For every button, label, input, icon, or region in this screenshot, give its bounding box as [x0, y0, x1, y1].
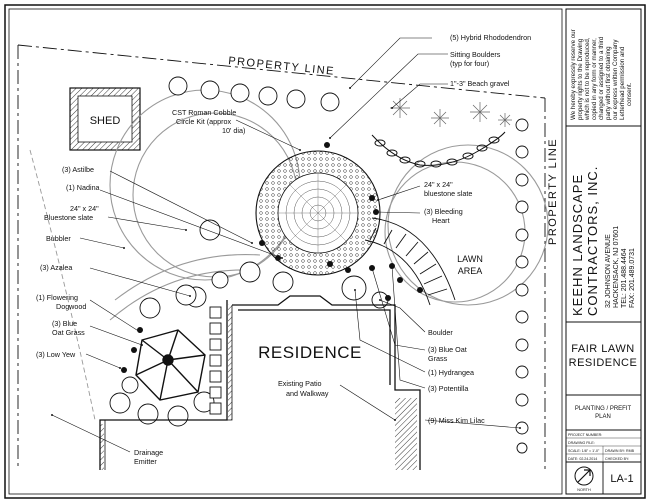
label-blue-oat-left-2: Oat Grass [52, 328, 85, 337]
leader-lines [51, 37, 521, 453]
lawn-area-label-2: AREA [458, 266, 483, 276]
shed-label: SHED [90, 115, 121, 127]
company-name-2: CONTRACTORS, INC. [585, 166, 600, 316]
disclaimer-line-3: which is not to be reproduced, [584, 37, 591, 121]
ornamental-grasses [390, 98, 512, 127]
info-project-number: PROJECT NUMBER: [568, 433, 602, 437]
info-drawn-by: DRAWN BY: RMB [605, 449, 635, 453]
label-dogwood-1: (1) Flowering [36, 293, 78, 302]
cobble-circle [255, 150, 381, 276]
label-nadina: (1) Nadina [66, 183, 100, 192]
lilac-column [515, 118, 529, 454]
project-title-2: RESIDENCE [569, 357, 638, 369]
info-checked-by: CHECKED BY: [605, 457, 629, 461]
residence-label: RESIDENCE [258, 343, 362, 362]
info-table: PROJECT NUMBER: DRAWING FILE: SCALE: 1/8… [566, 433, 641, 462]
label-blue-oat-left-1: (3) Blue [52, 319, 77, 328]
bluestone-path [364, 217, 456, 306]
residence [99, 295, 421, 470]
label-cst-2: Circle Kit (approx [176, 117, 232, 126]
disclaimer-line-8: Letterhead permission and [619, 46, 626, 120]
property-lines [17, 44, 546, 470]
property-line-label-top: PROPERTY LINE [228, 55, 336, 78]
label-lilac: (9) Miss Kim Lilac [428, 416, 485, 425]
label-dogwood-2: Dogwood [56, 302, 86, 311]
sheet-title-1: PLANTING / PREFIT [575, 406, 632, 412]
tree-row [168, 76, 340, 241]
disclaimer-line-5: changed or assigned to a third [598, 36, 605, 120]
label-drainage-2: Emitter [134, 457, 157, 466]
company-block: KEEHN LANDSCAPE CONTRACTORS, INC. 32 JOH… [570, 166, 636, 316]
label-hydrangea: (1) Hydrangea [428, 368, 474, 377]
label-bleeding-1: (3) Bleeding [424, 207, 463, 216]
shrub-circles [185, 261, 389, 309]
company-address-3: TEL: 201.488.4464 [621, 248, 628, 308]
lawn-area-label-1: LAWN [457, 254, 483, 264]
label-azalea: (3) Azalea [40, 263, 72, 272]
company-address-1: 32 JOHNSON AVENUE [605, 234, 612, 308]
disclaimer-line-6: party without first obtaining [605, 46, 612, 120]
disclaimer-line-4: copied in any form or manner, [591, 38, 598, 120]
label-bluestone-left-1: 24" x 24" [70, 204, 99, 213]
company-address-4: FAX: 201.489.0731 [629, 248, 636, 308]
drawing-frame [8, 8, 563, 495]
label-beach-gravel: 1"-3" Beach gravel [450, 79, 510, 88]
disclaimer-line-2: property rights to the Drawing [577, 38, 584, 120]
disclaimer-text: We hereby expressly reserve our property… [570, 29, 633, 121]
label-bubbler: Bubbler [46, 234, 71, 243]
north-label: NORTH [577, 488, 591, 492]
sheet-title-2: PLAN [595, 414, 611, 420]
label-blue-oat-right-1: (3) Blue Oat [428, 345, 467, 354]
label-blue-oat-right-2: Grass [428, 354, 448, 363]
low-yew-circles [109, 284, 215, 427]
perennial-symbols [121, 142, 423, 373]
label-boulder: Boulder [428, 328, 453, 337]
stepping-stones [209, 306, 222, 415]
label-bleeding-2: Heart [432, 216, 450, 225]
disclaimer-line-1: We hereby expressly reserve our [570, 29, 577, 120]
info-drawing-file: DRAWING FILE: [568, 441, 595, 445]
flowering-dogwood [135, 329, 206, 401]
company-name-1: KEEHN LANDSCAPE [570, 174, 585, 316]
info-scale: SCALE: 1/8" = 1'-0" [568, 449, 600, 453]
label-patio-1: Existing Patio [278, 379, 322, 388]
label-low-yew: (3) Low Yew [36, 350, 76, 359]
company-address-2: HACKENSACK, NJ 07601 [613, 226, 620, 308]
beach-gravel-chain [371, 131, 506, 168]
property-line-label-right: PROPERTY LINE [547, 138, 559, 245]
label-astilbe: (3) Astilbe [62, 165, 94, 174]
label-hybrid-rhododendron: (5) Hybrid Rhododendron [450, 33, 531, 42]
shed: SHED [69, 87, 141, 151]
info-date: DATE: 02.24.2014 [568, 457, 597, 461]
label-drainage-1: Drainage [134, 448, 163, 457]
label-cst-3: 10' dia) [222, 126, 245, 135]
disclaimer-line-7: our express written Company [612, 39, 619, 120]
sheet-border [4, 4, 646, 499]
label-bluestone-right-2: bluestone slate [424, 189, 472, 198]
project-title-1: FAIR LAWN [571, 343, 634, 355]
plant-labels: (5) Hybrid Rhododendron Sitting Boulders… [36, 33, 531, 466]
label-potentilla: (3) Potentilla [428, 384, 468, 393]
label-cst-1: CST Roman Cobble [172, 108, 236, 117]
label-patio-2: and Walkway [286, 389, 329, 398]
label-bluestone-left-2: Bluestone slate [44, 213, 93, 222]
title-block: We hereby expressly reserve our property… [565, 8, 642, 495]
label-sitting-boulders-1: Sitting Boulders [450, 50, 501, 59]
disclaimer-line-9: consent. [626, 82, 633, 106]
label-sitting-boulders-2: (typ for four) [450, 59, 489, 68]
label-bluestone-right-1: 24" x 24" [424, 180, 453, 189]
north-arrow-icon: NORTH [574, 466, 594, 492]
drainage-pipe [29, 149, 96, 421]
sheet-number: LA-1 [610, 473, 633, 485]
